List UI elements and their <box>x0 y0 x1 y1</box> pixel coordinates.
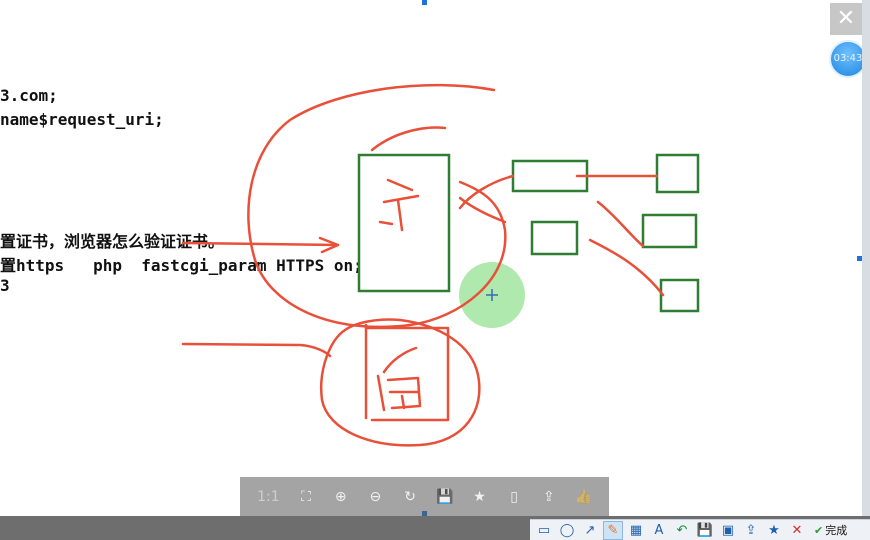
done-button[interactable]: ✔ 完成 <box>814 522 847 538</box>
window-edge <box>862 0 870 516</box>
pin-icon[interactable]: ★ <box>768 522 780 538</box>
ink-stroke <box>458 196 507 224</box>
node-box <box>641 213 698 249</box>
zoom-out-icon[interactable]: ⊖ <box>369 488 382 505</box>
ink-handwriting <box>376 346 422 412</box>
save-icon[interactable]: 💾 <box>436 488 454 505</box>
annotation-toolbar: ▭ ◯ ↗ ✎ ▦ A ↶ 💾 ▣ ⇪ ★ ✕ ✔ 完成 <box>530 519 870 540</box>
actual-size-button[interactable]: 1:1 <box>257 488 280 505</box>
cancel-icon[interactable]: ✕ <box>791 522 803 538</box>
ink-stroke <box>181 342 332 358</box>
ink-handwriting <box>378 178 420 232</box>
save-icon[interactable]: 💾 <box>696 522 714 538</box>
resize-handle[interactable] <box>422 0 427 5</box>
phone-icon[interactable]: ▯ <box>510 488 519 505</box>
node-box <box>659 278 700 313</box>
cursor-highlight <box>459 262 525 328</box>
bookmark-icon[interactable]: ★ <box>473 488 486 505</box>
ink-stroke <box>458 174 515 210</box>
arrow-tool-icon[interactable]: ↗ <box>584 522 596 538</box>
close-button[interactable]: ✕ <box>830 3 862 35</box>
pen-tool-icon[interactable]: ✎ <box>603 520 623 540</box>
ink-stroke <box>596 200 645 248</box>
crosshair-cursor-icon <box>486 289 498 301</box>
node-box <box>511 159 589 193</box>
rotate-icon[interactable]: ↻ <box>404 488 416 505</box>
ink-stroke <box>319 318 481 447</box>
code-line: 3 <box>0 276 10 295</box>
check-icon: ✔ <box>814 523 824 537</box>
zoom-in-icon[interactable]: ⊕ <box>334 488 347 505</box>
timer-badge: 03:43 <box>829 40 862 78</box>
ink-stroke <box>588 238 665 297</box>
text-tool-icon[interactable]: A <box>654 522 664 538</box>
ink-stroke <box>318 236 340 254</box>
code-line: 置证书，浏览器怎么验证证书。 <box>0 232 225 251</box>
mosaic-tool-icon[interactable]: ▦ <box>629 522 643 538</box>
code-line: 3.com; <box>0 86 58 105</box>
undo-icon[interactable]: ↶ <box>676 522 688 538</box>
done-label: 完成 <box>825 524 848 537</box>
node-box <box>655 153 700 194</box>
fit-screen-icon[interactable]: ⛶ <box>301 488 311 505</box>
share-icon[interactable]: ⇪ <box>745 522 757 538</box>
code-line: 置https php fastcgi_param HTTPS on; <box>0 256 363 275</box>
rectangle-tool-icon[interactable]: ▭ <box>537 522 551 538</box>
share-icon[interactable]: ⇪ <box>542 488 555 505</box>
screenshot-canvas: 3.com; name$request_uri; 置证书，浏览器怎么验证证书。 … <box>0 0 862 516</box>
node-box <box>530 220 579 256</box>
viewer-toolbar: 1:1 ⛶ ⊕ ⊖ ↻ 💾 ★ ▯ ⇪ 👍 <box>240 477 609 516</box>
resize-handle[interactable] <box>857 256 862 261</box>
code-line: name$request_uri; <box>0 110 164 129</box>
ink-stroke <box>247 83 507 329</box>
ink-stroke <box>364 323 450 422</box>
like-icon[interactable]: 👍 <box>574 488 593 505</box>
server-box <box>357 153 451 293</box>
ellipse-tool-icon[interactable]: ◯ <box>559 522 575 538</box>
copy-icon[interactable]: ▣ <box>721 522 735 538</box>
ink-stroke <box>370 126 447 152</box>
